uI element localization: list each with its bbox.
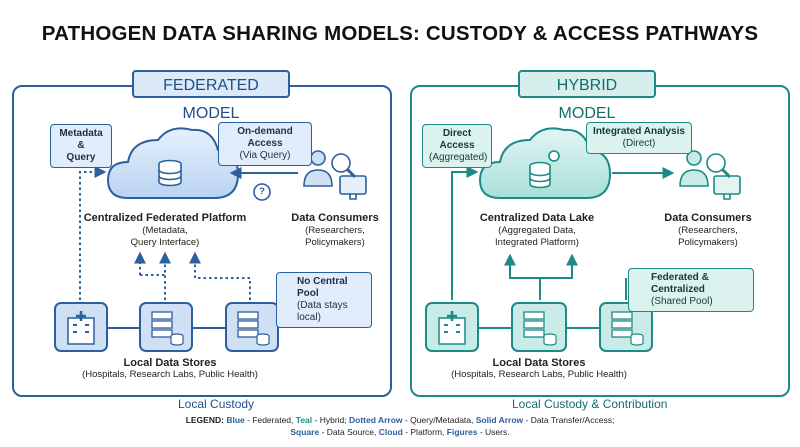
tag-subtitle: (Shared Pool)	[651, 296, 713, 307]
federated-arrows	[79, 140, 298, 329]
consumers-desc-2: Policymakers)	[678, 237, 738, 248]
tag-line: Metadata &	[59, 128, 103, 151]
legend-solid: Solid Arrow	[475, 415, 524, 425]
legend-prefix: LEGEND:	[185, 415, 224, 425]
hybrid-stores-label: Local Data Stores (Hospitals, Research L…	[424, 357, 654, 381]
federated-centralized-tag: Federated & Centralized (Shared Pool)	[628, 268, 754, 312]
tag-subtitle: (Aggregated)	[429, 152, 488, 163]
tag-title: Integrated Analysis	[593, 126, 685, 137]
query-question-icon	[253, 183, 271, 201]
federated-store-hospital-icon	[54, 302, 108, 352]
on-demand-access-tag: On-demand Access (Via Query)	[218, 122, 312, 166]
legend-blue: Blue	[226, 415, 245, 425]
platform-name: Centralized Data Lake	[479, 212, 595, 224]
platform-desc-2: Query Interface)	[130, 237, 200, 248]
hybrid-store-server-icon	[599, 302, 653, 352]
legend-dotted-desc: - Query/Metadata,	[402, 415, 476, 425]
hybrid-data-consumers-icon	[679, 150, 741, 200]
hybrid-store-hospital-icon	[425, 302, 479, 352]
legend-teal: Teal	[295, 415, 313, 425]
platform-desc-1: (Aggregated Data,	[498, 225, 576, 236]
hybrid-arrows	[451, 166, 675, 329]
platform-name: Centralized Federated Platform	[83, 212, 247, 224]
question-mark-label: ?	[259, 186, 265, 197]
tag-title: Federated & Centralized	[651, 272, 709, 295]
federated-data-consumers-icon	[303, 150, 367, 200]
federated-consumers-label: Data Consumers (Researchers, Policymaker…	[285, 212, 385, 249]
legend: LEGEND: Blue - Federated, Teal - Hybrid;…	[0, 414, 800, 438]
legend-cloud: Cloud	[378, 427, 403, 437]
metadata-query-tag: Metadata & Query	[50, 124, 112, 168]
hybrid-model-title: HYBRID MODEL	[518, 70, 656, 122]
legend-blue-desc: - Federated,	[244, 415, 296, 425]
federated-platform-label: Centralized Federated Platform (Metadata…	[80, 212, 250, 249]
hybrid-consumers-label: Data Consumers (Researchers, Policymaker…	[658, 212, 758, 249]
stores-desc: (Hospitals, Research Labs, Public Health…	[451, 369, 627, 380]
integrated-analysis-tag: Integrated Analysis (Direct)	[586, 122, 692, 154]
federated-model-title: FEDERATED MODEL	[132, 70, 290, 122]
stores-desc: (Hospitals, Research Labs, Public Health…	[82, 369, 258, 380]
federated-store-server-icon	[225, 302, 279, 352]
tag-subtitle: (Direct)	[622, 138, 656, 149]
legend-square-desc: - Data Source,	[319, 427, 379, 437]
legend-figures: Figures	[446, 427, 478, 437]
federated-footer-label: Local Custody	[172, 397, 261, 411]
hybrid-data-lake-cloud-icon	[478, 127, 612, 199]
tag-title: Direct Access	[439, 128, 475, 151]
legend-cloud-desc: - Platform,	[402, 427, 447, 437]
consumers-name: Data Consumers	[291, 212, 379, 224]
federated-stores-label: Local Data Stores (Hospitals, Research L…	[55, 357, 285, 381]
consumers-desc-1: (Researchers,	[305, 225, 365, 236]
tag-subtitle: (Via Query)	[239, 150, 291, 161]
legend-square: Square	[290, 427, 320, 437]
no-central-pool-tag: No Central Pool (Data stays local)	[276, 272, 372, 328]
page-title: PATHOGEN DATA SHARING MODELS: CUSTODY & …	[41, 22, 759, 45]
consumers-desc-2: Policymakers)	[305, 237, 365, 248]
legend-dotted: Dotted Arrow	[349, 415, 403, 425]
consumers-desc-1: (Researchers,	[678, 225, 738, 236]
legend-solid-desc: - Data Transfer/Access;	[523, 415, 615, 425]
tag-title: On-demand Access	[237, 126, 293, 149]
legend-figures-desc: - Users.	[477, 427, 510, 437]
direct-access-tag: Direct Access (Aggregated)	[422, 124, 492, 168]
legend-teal-desc: - Hybrid;	[312, 415, 349, 425]
federated-store-server-icon	[139, 302, 193, 352]
hybrid-store-server-icon	[511, 302, 567, 352]
federated-platform-cloud-icon	[106, 127, 240, 199]
stores-name: Local Data Stores	[123, 357, 217, 369]
platform-desc-1: (Metadata,	[142, 225, 188, 236]
consumers-name: Data Consumers	[664, 212, 752, 224]
tag-title: No Central Pool	[297, 276, 348, 299]
hybrid-data-lake-label: Centralized Data Lake (Aggregated Data, …	[462, 212, 612, 249]
stores-name: Local Data Stores	[492, 357, 586, 369]
tag-line: Query	[66, 152, 96, 163]
tag-subtitle: (Data stays local)	[297, 300, 348, 323]
platform-desc-2: Integrated Platform)	[495, 237, 579, 248]
hybrid-footer-label: Local Custody & Contribution	[506, 397, 674, 411]
